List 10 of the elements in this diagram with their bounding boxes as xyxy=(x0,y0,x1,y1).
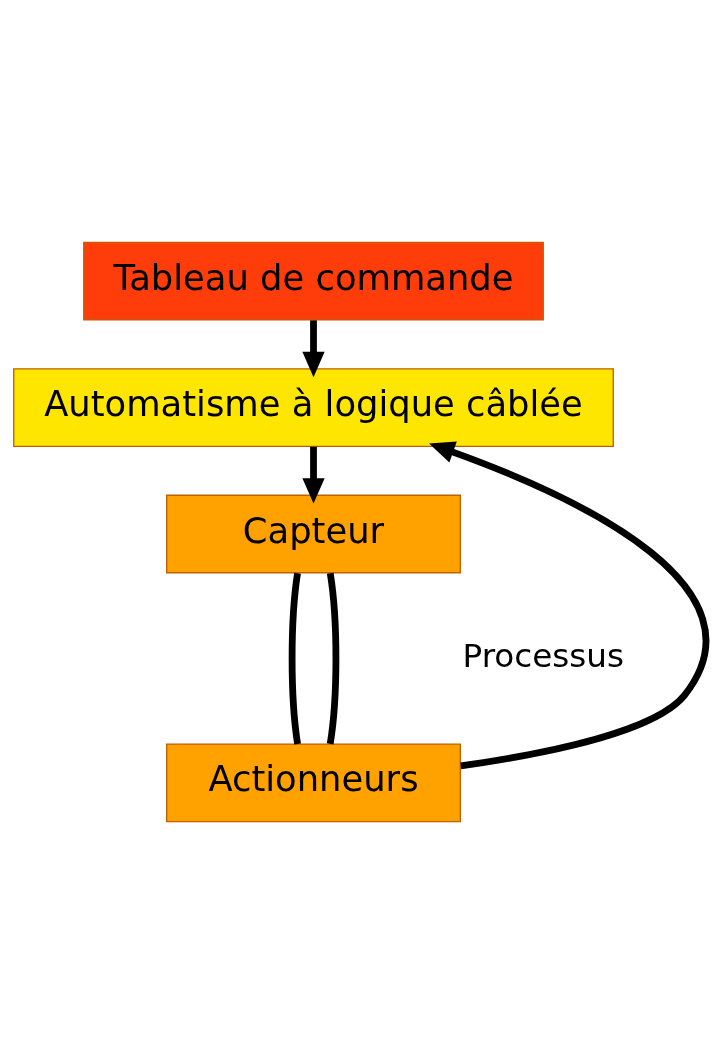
node-box: Automatisme à logique câblée xyxy=(13,368,614,448)
node-box: Actionneurs xyxy=(166,743,461,823)
arrow xyxy=(302,320,325,378)
label: Processus xyxy=(462,636,624,675)
connector xyxy=(326,572,340,745)
node-box: Capteur xyxy=(166,494,461,574)
arrow xyxy=(429,441,709,770)
connector xyxy=(288,572,301,745)
arrow xyxy=(302,446,325,504)
node-box: Tableau de commande xyxy=(83,241,544,321)
